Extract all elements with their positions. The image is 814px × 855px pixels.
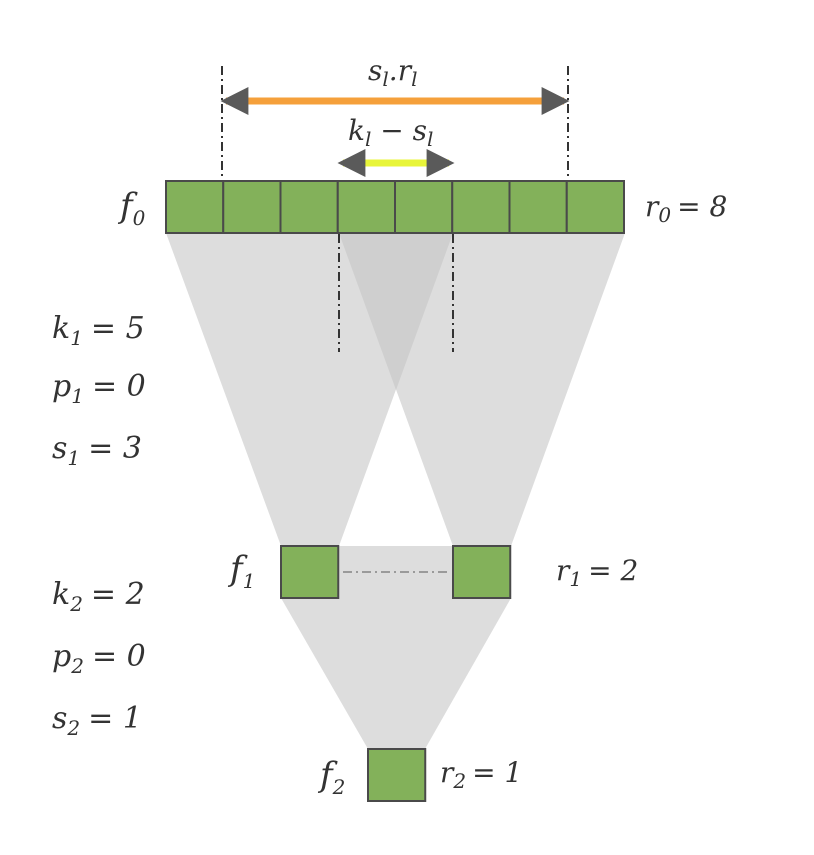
feature-cell-f1-1 (452, 545, 512, 599)
param-s2: s2= 1 (52, 701, 142, 740)
feature-cell-f0-6 (508, 180, 568, 234)
feature-cell-f0-7 (565, 180, 625, 234)
overlap-arrow-label: kl − sl (348, 114, 433, 151)
feature-cell-f0-4 (394, 180, 454, 234)
layer-label-f0: f0 (117, 186, 146, 230)
param-p1: p1= 0 (52, 369, 146, 408)
r2-label: r2= 1 (440, 756, 522, 793)
cone-overlap-region (339, 233, 453, 390)
r1-label: r1= 2 (556, 554, 638, 591)
feature-cell-f2-0 (367, 748, 427, 802)
feature-map-f1 (280, 545, 512, 599)
param-k2: k2= 2 (52, 577, 145, 616)
feature-map-f2 (367, 748, 427, 802)
feature-cell-f0-5 (451, 180, 511, 234)
feature-cell-f0-3 (336, 180, 396, 234)
feature-map-f0 (165, 180, 625, 234)
feature-cell-f1-0 (280, 545, 340, 599)
cone-f2 (281, 598, 511, 749)
layer-label-f2: f2 (317, 755, 345, 799)
guide-lines (221, 66, 569, 573)
receptive-field-cones (166, 233, 625, 749)
feature-cell-f0-0 (165, 180, 225, 234)
span-arrow-label: sl.rl (368, 54, 417, 91)
param-k1: k1= 5 (52, 311, 145, 350)
feature-cell-f0-1 (222, 180, 282, 234)
layer-label-f1: f1 (227, 549, 255, 593)
param-p2: p2= 0 (52, 639, 146, 678)
r0-label: r0= 8 (645, 190, 727, 227)
param-s1: s1= 3 (52, 431, 142, 470)
feature-cell-f0-2 (279, 180, 339, 234)
